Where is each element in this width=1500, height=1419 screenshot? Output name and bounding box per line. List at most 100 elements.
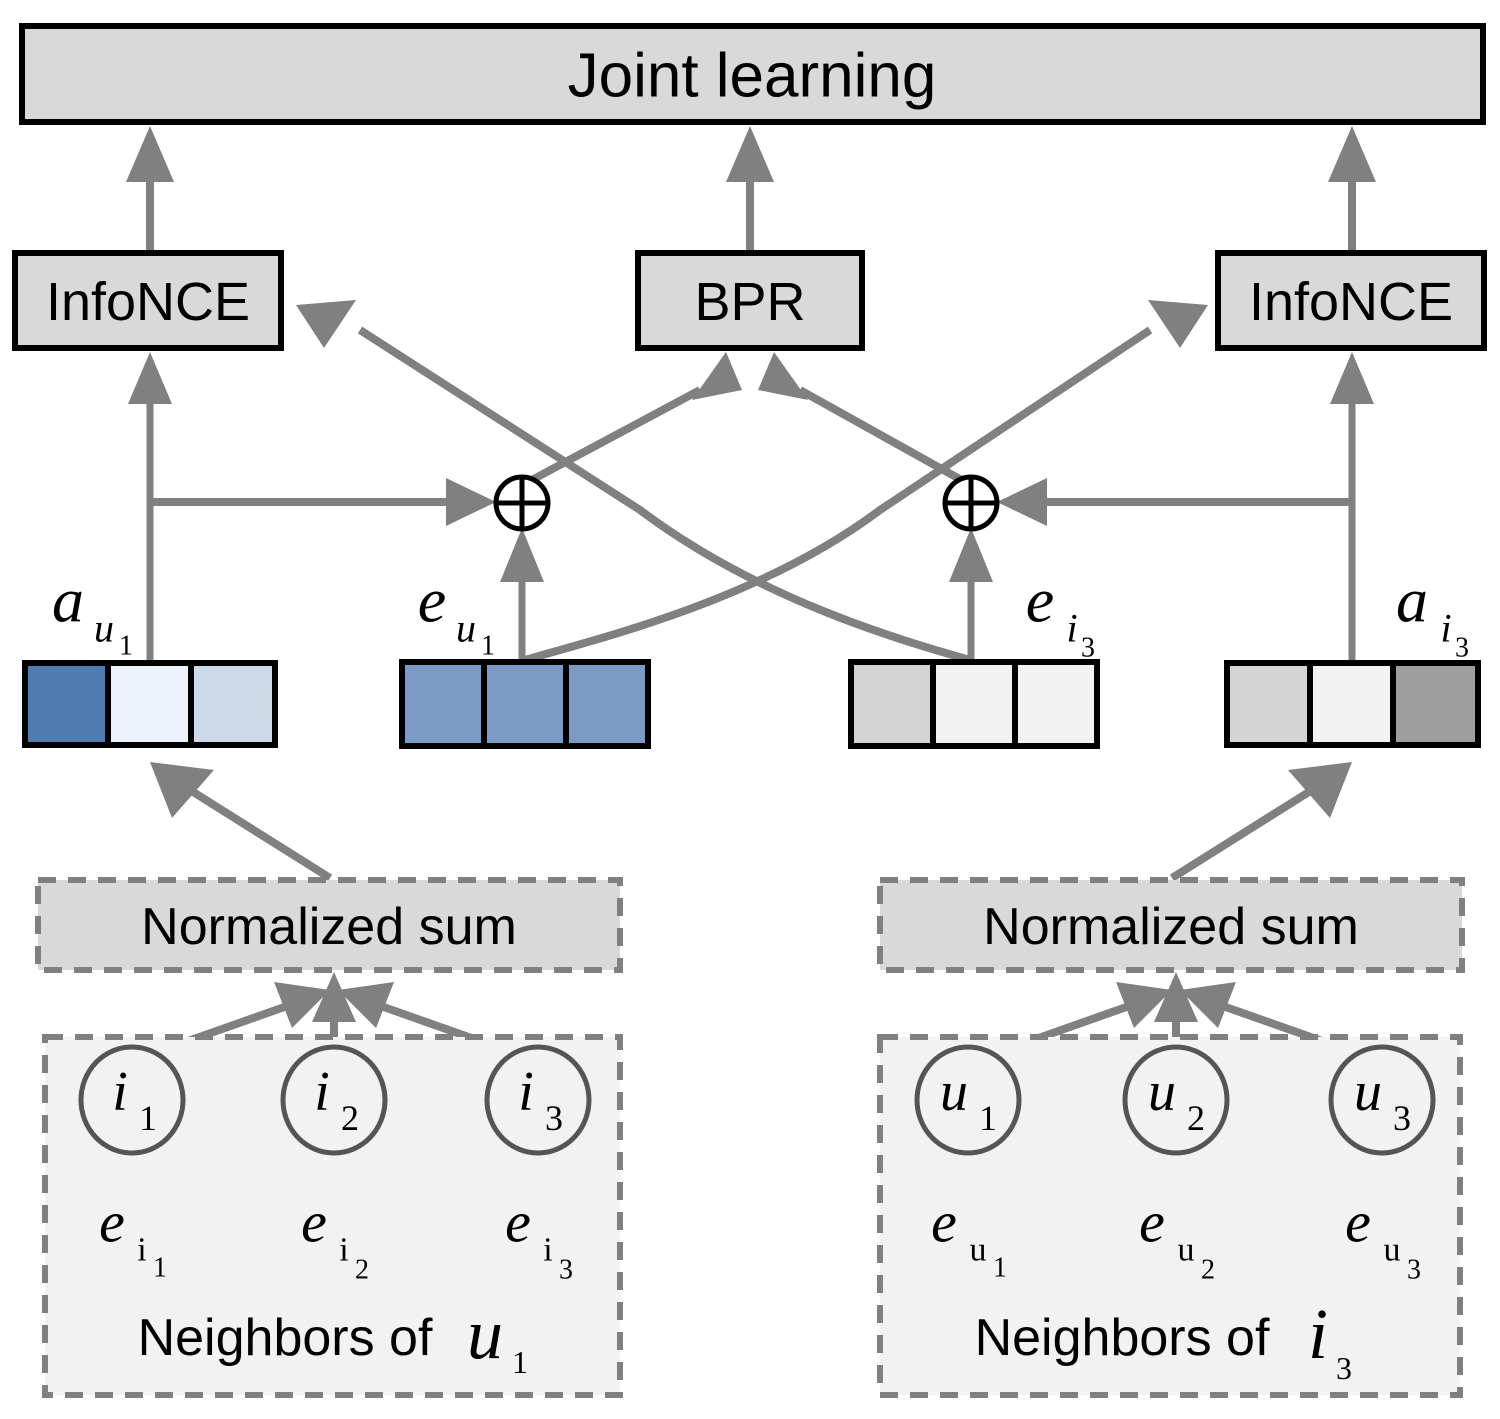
plus-right-operator[interactable] [942, 474, 1000, 532]
svg-text:e: e [418, 565, 446, 636]
svg-text:1: 1 [481, 631, 495, 662]
vector-a-i3-cell-1 [1307, 660, 1396, 748]
edge-infonce-left-to-joint [126, 126, 174, 253]
bpr-box[interactable] [635, 250, 865, 351]
plus-left-operator[interactable] [493, 474, 551, 532]
neighbors-of-i3-caption: Neighbors of i 3 [975, 1294, 1352, 1386]
neighbor-node-i1[interactable]: i 1 [78, 1044, 186, 1156]
edge-plus-right-to-bpr [758, 352, 967, 486]
vector-a-i3[interactable] [1224, 660, 1481, 748]
normalized-sum-left-label: Normalized sum [141, 898, 517, 956]
neighbor-node-u2[interactable]: u 2 [1122, 1044, 1230, 1156]
neighbors-of-u1-caption: Neighbors of u 1 [138, 1294, 528, 1380]
svg-text:e: e [301, 1190, 327, 1255]
edge-normsum-left-to-a-u1 [150, 762, 333, 882]
svg-text:i: i [112, 1061, 128, 1123]
neighbor-emb-e-u3: e u 3 [1345, 1190, 1421, 1286]
svg-text:Neighbors of: Neighbors of [138, 1309, 433, 1367]
svg-text:1: 1 [139, 1098, 157, 1138]
svg-text:u: u [467, 1294, 503, 1374]
edge-normsum-right-to-a-i3 [1169, 762, 1352, 882]
bpr-label: BPR [694, 272, 805, 332]
vector-e-i3-cell-1 [930, 659, 1018, 749]
vector-e-i3[interactable] [848, 659, 1100, 749]
svg-text:3: 3 [1455, 633, 1469, 664]
svg-text:1: 1 [153, 1253, 167, 1284]
svg-text:3: 3 [1081, 633, 1095, 664]
svg-text:e: e [505, 1190, 531, 1255]
edge-infonce-right-to-joint [1328, 126, 1376, 253]
vector-a-u1-cell-0 [22, 660, 111, 748]
svg-text:e: e [99, 1190, 125, 1255]
vector-a-u1-cell-2 [188, 660, 278, 748]
neighbor-node-i2[interactable]: i 2 [280, 1044, 388, 1156]
edge-e-i3-to-plus-right [949, 528, 993, 662]
neighbor-emb-e-u1: e u 1 [931, 1190, 1007, 1284]
svg-text:3: 3 [559, 1255, 573, 1286]
edge-e-u1-to-infonce-right [523, 300, 1208, 664]
vector-a-u1-label: a u 1 [52, 565, 133, 662]
normalized-sum-right-box[interactable] [877, 877, 1465, 973]
neighbor-emb-e-i2: e i 2 [301, 1190, 369, 1286]
vector-a-u1-cell-1 [105, 660, 194, 748]
vector-e-u1-cell-1 [481, 659, 569, 749]
edge-plus-left-to-bpr [526, 352, 742, 486]
vector-a-u1[interactable] [22, 660, 278, 748]
vector-e-i3-label: e i 3 [1026, 565, 1095, 664]
vector-a-i3-cell-0 [1224, 660, 1313, 748]
vector-e-i3-cell-2 [1012, 659, 1100, 749]
edge-a-i3-to-plus-right [997, 478, 1352, 526]
infonce-right-label: InfoNCE [1249, 272, 1453, 332]
joint-learning-label: Joint learning [568, 42, 937, 111]
vector-a-i3-cell-2 [1390, 660, 1481, 748]
svg-text:i: i [1440, 606, 1451, 651]
svg-text:3: 3 [545, 1098, 563, 1138]
infonce-left-label: InfoNCE [46, 272, 250, 332]
normalized-sum-right-label: Normalized sum [983, 898, 1359, 956]
vector-e-u1-label: e u 1 [418, 565, 495, 662]
neighbor-node-u3[interactable]: u 3 [1328, 1044, 1436, 1156]
neighbor-emb-e-i3: e i 3 [505, 1190, 573, 1286]
svg-text:i: i [518, 1061, 534, 1123]
svg-text:1: 1 [119, 631, 133, 662]
svg-text:i: i [314, 1061, 330, 1123]
svg-text:a: a [52, 565, 84, 636]
edge-a-u1-to-plus-left [150, 478, 496, 526]
neighbor-node-i3[interactable]: i 3 [484, 1044, 592, 1156]
svg-text:u: u [970, 1232, 987, 1269]
svg-text:i: i [339, 1232, 348, 1269]
svg-text:u: u [940, 1061, 968, 1123]
svg-text:2: 2 [341, 1098, 359, 1138]
svg-text:i: i [137, 1232, 146, 1269]
svg-text:2: 2 [1201, 1255, 1215, 1286]
svg-text:e: e [1139, 1190, 1165, 1255]
svg-text:u: u [1148, 1061, 1176, 1123]
edge-e-u1-to-plus-left [500, 528, 544, 662]
normalized-sum-left-box[interactable] [35, 877, 623, 973]
joint-learning-box[interactable] [19, 23, 1486, 125]
vector-e-u1[interactable] [399, 659, 651, 749]
neighbor-node-u1[interactable]: u 1 [914, 1044, 1022, 1156]
svg-text:3: 3 [1393, 1098, 1411, 1138]
svg-text:2: 2 [355, 1255, 369, 1286]
svg-text:Neighbors of: Neighbors of [975, 1309, 1270, 1367]
svg-text:e: e [1345, 1190, 1371, 1255]
svg-text:i: i [1308, 1294, 1328, 1374]
svg-text:1: 1 [979, 1098, 997, 1138]
svg-text:2: 2 [1187, 1098, 1205, 1138]
neighbor-emb-e-i1: e i 1 [99, 1190, 167, 1284]
svg-text:3: 3 [1407, 1255, 1421, 1286]
edge-a-i3-to-infonce-right [1330, 352, 1374, 663]
svg-text:1: 1 [993, 1253, 1007, 1284]
infonce-left-box[interactable] [12, 250, 284, 351]
vector-e-u1-cell-0 [399, 659, 487, 749]
edge-e-i3-to-infonce-left [296, 300, 972, 664]
infonce-right-box[interactable] [1215, 250, 1487, 351]
svg-text:i: i [1066, 606, 1077, 651]
svg-text:u: u [1384, 1232, 1401, 1269]
svg-text:e: e [1026, 565, 1054, 636]
svg-text:3: 3 [1336, 1350, 1352, 1386]
neighbor-emb-e-u2: e u 2 [1139, 1190, 1215, 1286]
